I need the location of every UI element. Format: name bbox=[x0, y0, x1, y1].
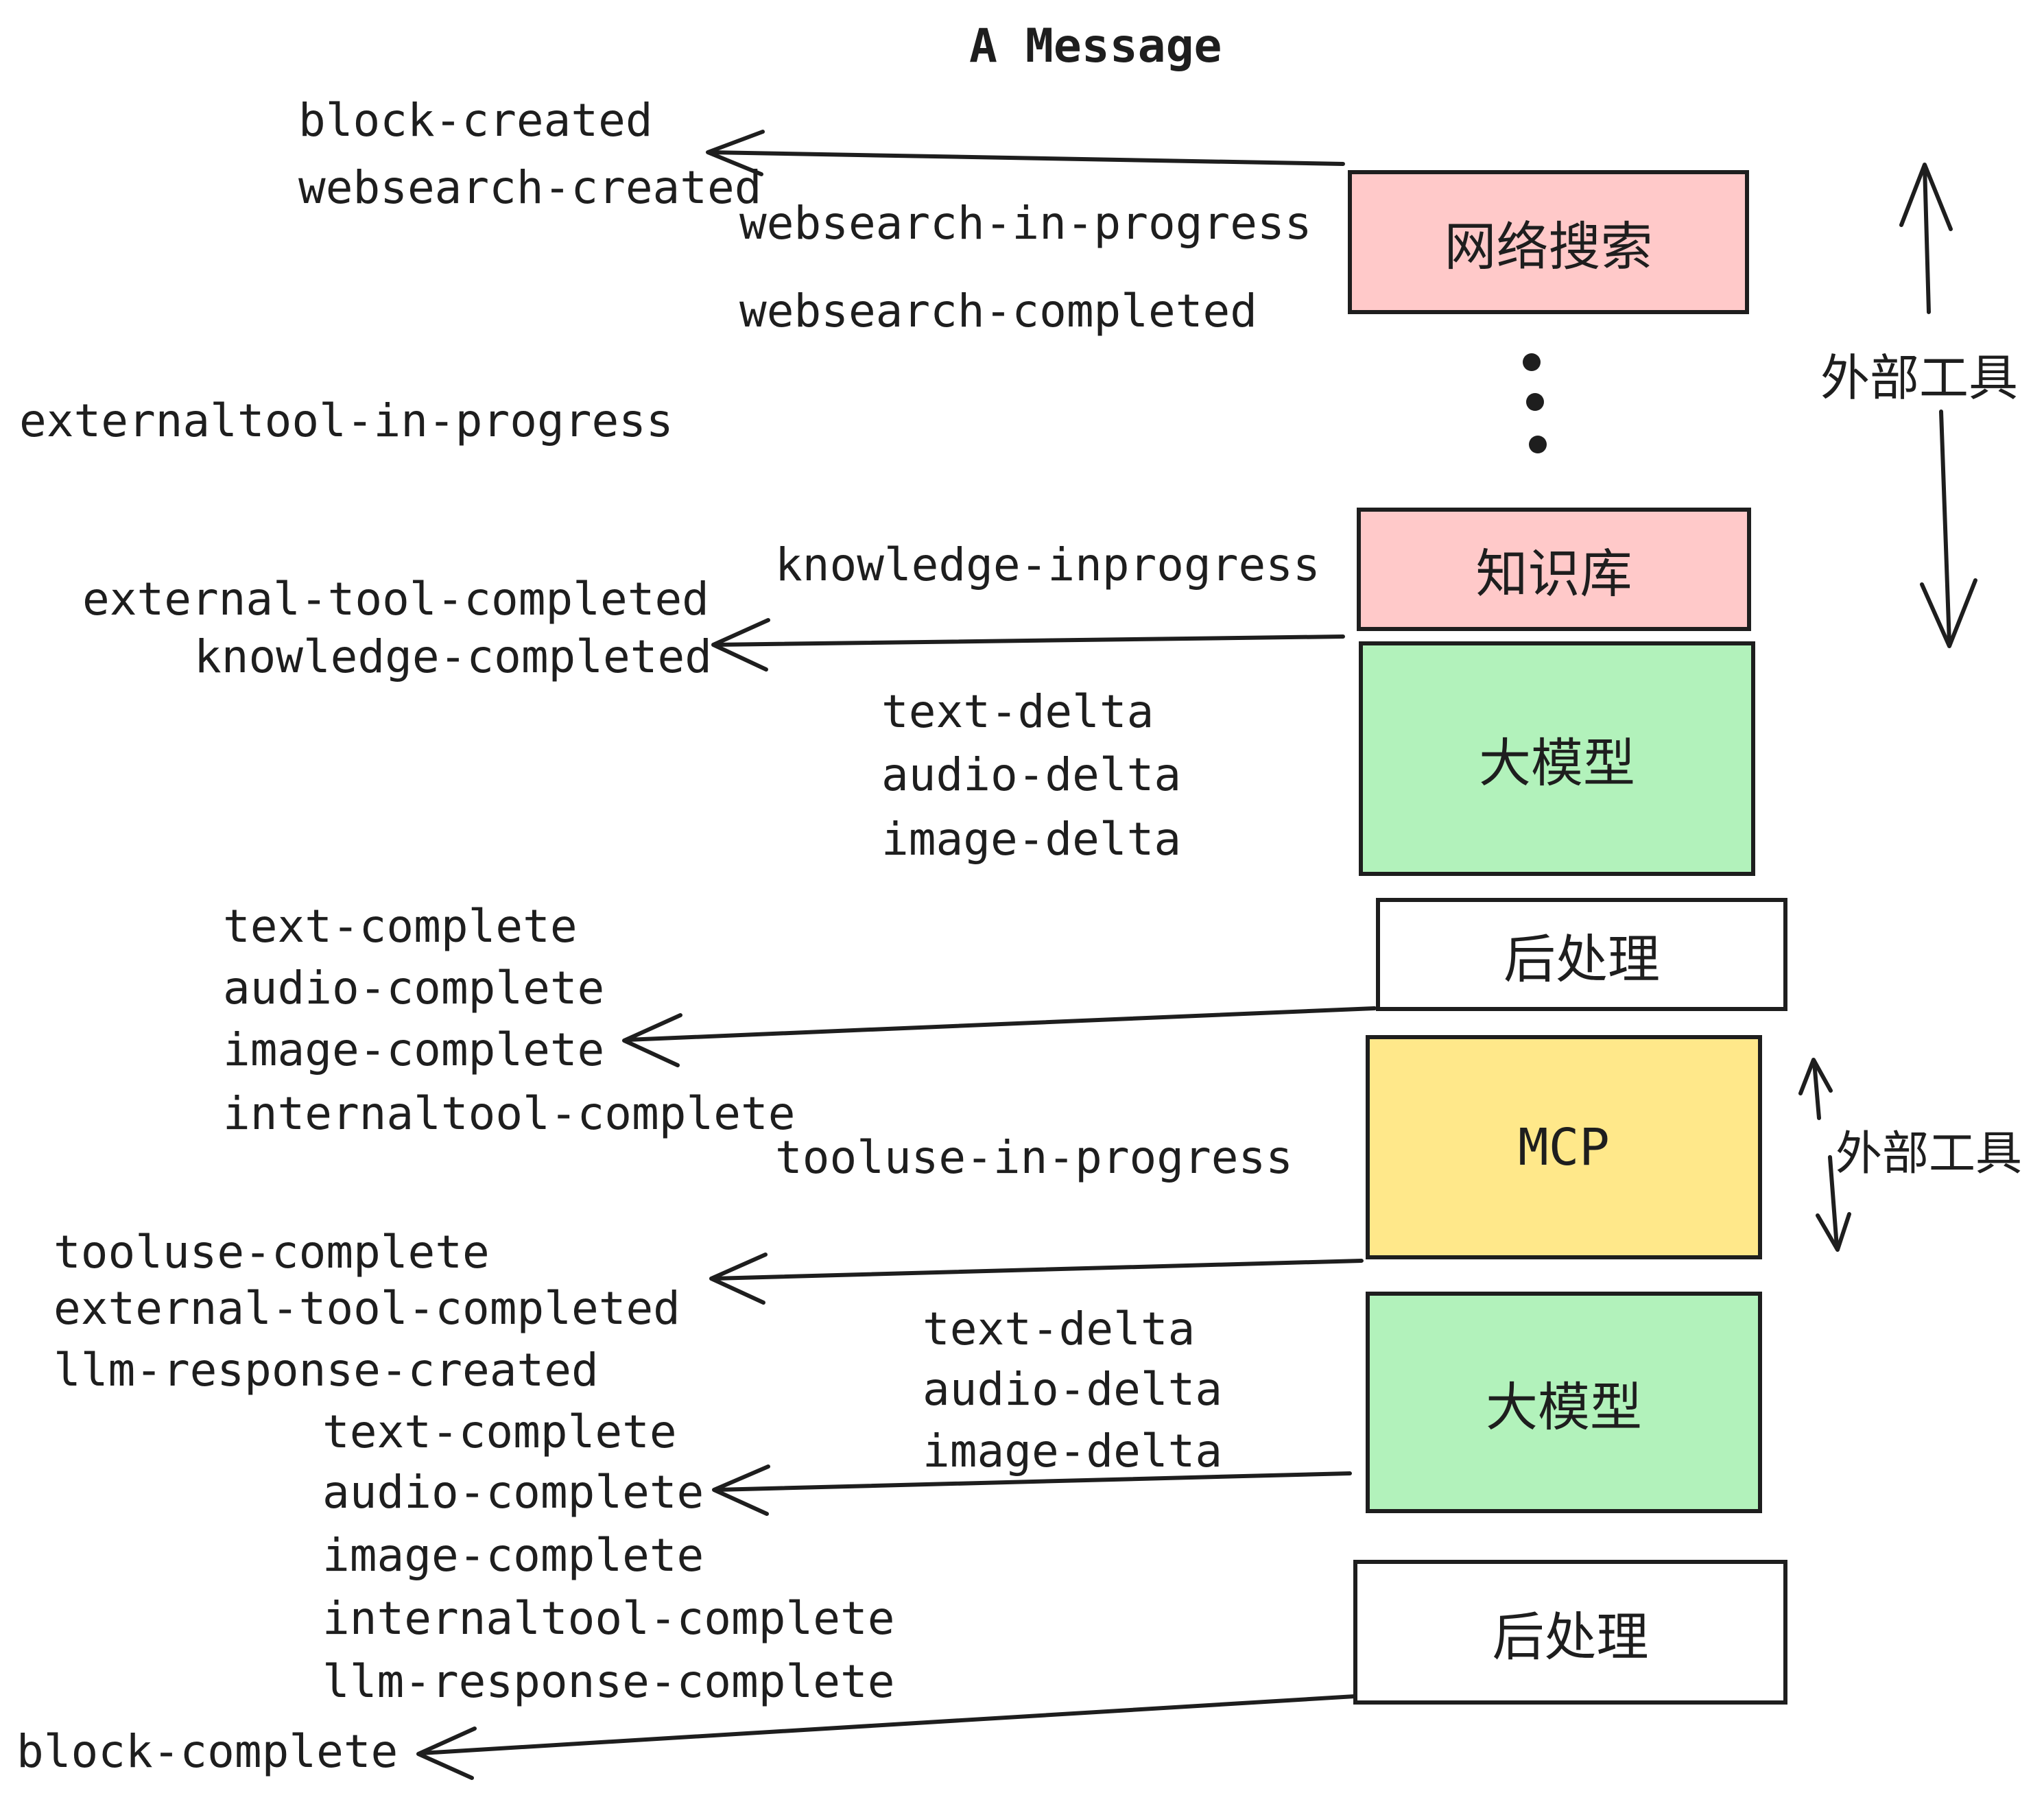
event-block-complete: block-complete bbox=[16, 1725, 399, 1778]
event-knowledge-inprogress: knowledge-inprogress bbox=[775, 538, 1320, 591]
box-websearch-label: 网络搜索 bbox=[1444, 218, 1653, 276]
external-tools-2-up-arrow bbox=[1798, 1058, 1833, 1120]
event-text-complete-2: text-complete bbox=[322, 1405, 677, 1458]
event-llm-response-created: llm-response-created bbox=[54, 1344, 599, 1397]
external-tools-1-up-arrow bbox=[1899, 163, 1953, 314]
diagram-title: A Message bbox=[969, 19, 1222, 73]
event-internaltool-complete-1: internaltool-complete bbox=[223, 1087, 796, 1140]
event-knowledge-completed: knowledge-completed bbox=[194, 630, 712, 683]
ellipsis-dots bbox=[1523, 353, 1547, 453]
event-text-complete-1: text-complete bbox=[223, 900, 578, 953]
box-llm-1-label: 大模型 bbox=[1479, 735, 1635, 793]
event-text-delta-1: text-delta bbox=[881, 685, 1154, 738]
event-audio-delta-2: audio-delta bbox=[923, 1363, 1223, 1416]
event-image-delta-1: image-delta bbox=[881, 813, 1182, 866]
event-block-created: block-created bbox=[298, 94, 653, 147]
event-websearch-in-progress: websearch-in-progress bbox=[739, 197, 1312, 250]
arrow-mcp-to-tooluse-complete bbox=[709, 1253, 1364, 1305]
external-tools-1-down-arrow bbox=[1920, 410, 1977, 648]
event-tooluse-in-progress: tooluse-in-progress bbox=[775, 1131, 1293, 1184]
box-llm-2: 大模型 bbox=[1366, 1292, 1762, 1513]
event-websearch-created: websearch-created bbox=[298, 161, 762, 214]
arrow-llm1-to-knowledge-completed bbox=[711, 618, 1345, 672]
box-knowledge-label: 知识库 bbox=[1475, 545, 1632, 604]
box-llm-1: 大模型 bbox=[1359, 641, 1755, 876]
event-internaltool-complete-2: internaltool-complete bbox=[322, 1592, 895, 1645]
arrow-websearch-to-created bbox=[706, 130, 1345, 176]
event-text-delta-2: text-delta bbox=[923, 1303, 1196, 1355]
box-post-1: 后处理 bbox=[1376, 898, 1787, 1011]
box-websearch: 网络搜索 bbox=[1348, 170, 1749, 314]
box-post-1-label: 后处理 bbox=[1504, 930, 1660, 989]
event-image-complete-2: image-complete bbox=[322, 1529, 704, 1582]
event-externaltool-in-progress: externaltool-in-progress bbox=[19, 394, 674, 447]
event-external-tool-completed-2: external-tool-completed bbox=[54, 1282, 680, 1335]
box-llm-2-label: 大模型 bbox=[1486, 1378, 1642, 1437]
arrow-post1-to-complete-list bbox=[622, 1006, 1377, 1067]
event-external-tool-completed-1: external-tool-completed bbox=[82, 573, 709, 626]
box-post-2: 后处理 bbox=[1353, 1560, 1787, 1705]
external-tools-label-2: 外部工具 bbox=[1835, 1128, 2023, 1180]
box-post-2-label: 后处理 bbox=[1492, 1608, 1649, 1667]
event-llm-response-complete: llm-response-complete bbox=[322, 1655, 895, 1708]
box-knowledge: 知识库 bbox=[1357, 508, 1751, 631]
event-audio-complete-1: audio-complete bbox=[223, 962, 605, 1014]
box-mcp-label: MCP bbox=[1518, 1117, 1610, 1177]
event-image-complete-1: image-complete bbox=[223, 1023, 605, 1076]
event-tooluse-complete: tooluse-complete bbox=[54, 1226, 490, 1279]
event-audio-delta-1: audio-delta bbox=[881, 748, 1182, 801]
arrow-post2-to-block-complete bbox=[416, 1694, 1357, 1780]
event-websearch-completed: websearch-completed bbox=[739, 285, 1257, 337]
box-mcp: MCP bbox=[1366, 1035, 1762, 1259]
event-audio-complete-2: audio-complete bbox=[322, 1466, 704, 1519]
external-tools-label-1: 外部工具 bbox=[1820, 351, 2019, 406]
event-image-delta-2: image-delta bbox=[923, 1425, 1223, 1477]
